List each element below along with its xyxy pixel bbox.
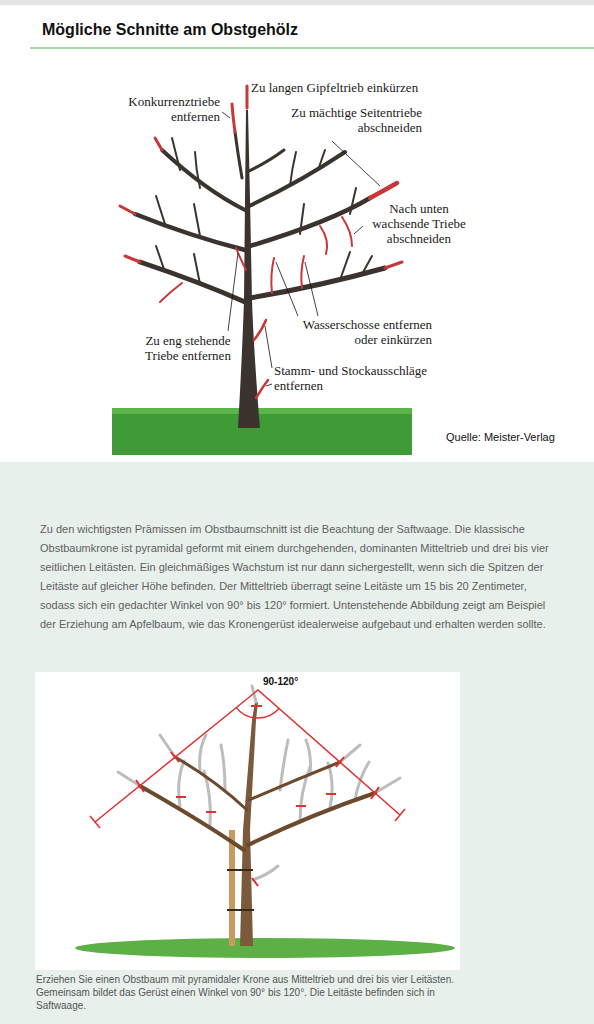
- source-note-slot: Quelle: Meister-Verlag: [446, 431, 586, 444]
- cut-label-slot: Zu mächtige Seitentriebe abschneiden: [262, 106, 422, 136]
- cut-label-slot: Nach unten wachsende Triebe abschneiden: [364, 202, 474, 247]
- cut-label-slot: Zu eng stehende Triebe entfernen: [140, 334, 236, 364]
- cut-label-slot: Wasserschosse entfernen oder einkürzen: [280, 318, 432, 348]
- heading: Mögliche Schnitte am Obstgehölz: [42, 20, 562, 39]
- cut-label: Zu eng stehende Triebe entfernen: [140, 334, 236, 364]
- cut-label-slot: Zu langen Gipfeltrieb einkürzen: [251, 81, 451, 96]
- cut-label: Nach unten wachsende Triebe abschneiden: [364, 202, 474, 247]
- figure-caption: Erziehen Sie einen Obstbaum mit pyramida…: [36, 973, 466, 1012]
- cut-label: Wasserschosse entfernen oder einkürzen: [280, 318, 432, 348]
- body-paragraph: Zu den wichtigsten Prämissen im Obstbaum…: [40, 520, 562, 634]
- figure-caption-slot: Erziehen Sie einen Obstbaum mit pyramida…: [36, 973, 466, 1012]
- cut-label: Zu langen Gipfeltrieb einkürzen: [251, 81, 451, 96]
- angle-label-slot: 90-120°: [263, 676, 323, 688]
- source-note: Quelle: Meister-Verlag: [446, 431, 586, 444]
- cut-label: Konkurrenztriebe entfernen: [115, 95, 220, 125]
- cut-label-slot: Stamm- und Stockausschläge entfernen: [274, 364, 436, 394]
- cut-label: Zu mächtige Seitentriebe abschneiden: [262, 106, 422, 136]
- angle-label: 90-120°: [263, 676, 323, 688]
- heading-slot: Mögliche Schnitte am Obstgehölz: [42, 20, 562, 39]
- body-paragraph-slot: Zu den wichtigsten Prämissen im Obstbaum…: [40, 520, 562, 634]
- cut-label-slot: Konkurrenztriebe entfernen: [115, 95, 220, 125]
- cut-label: Stamm- und Stockausschläge entfernen: [274, 364, 436, 394]
